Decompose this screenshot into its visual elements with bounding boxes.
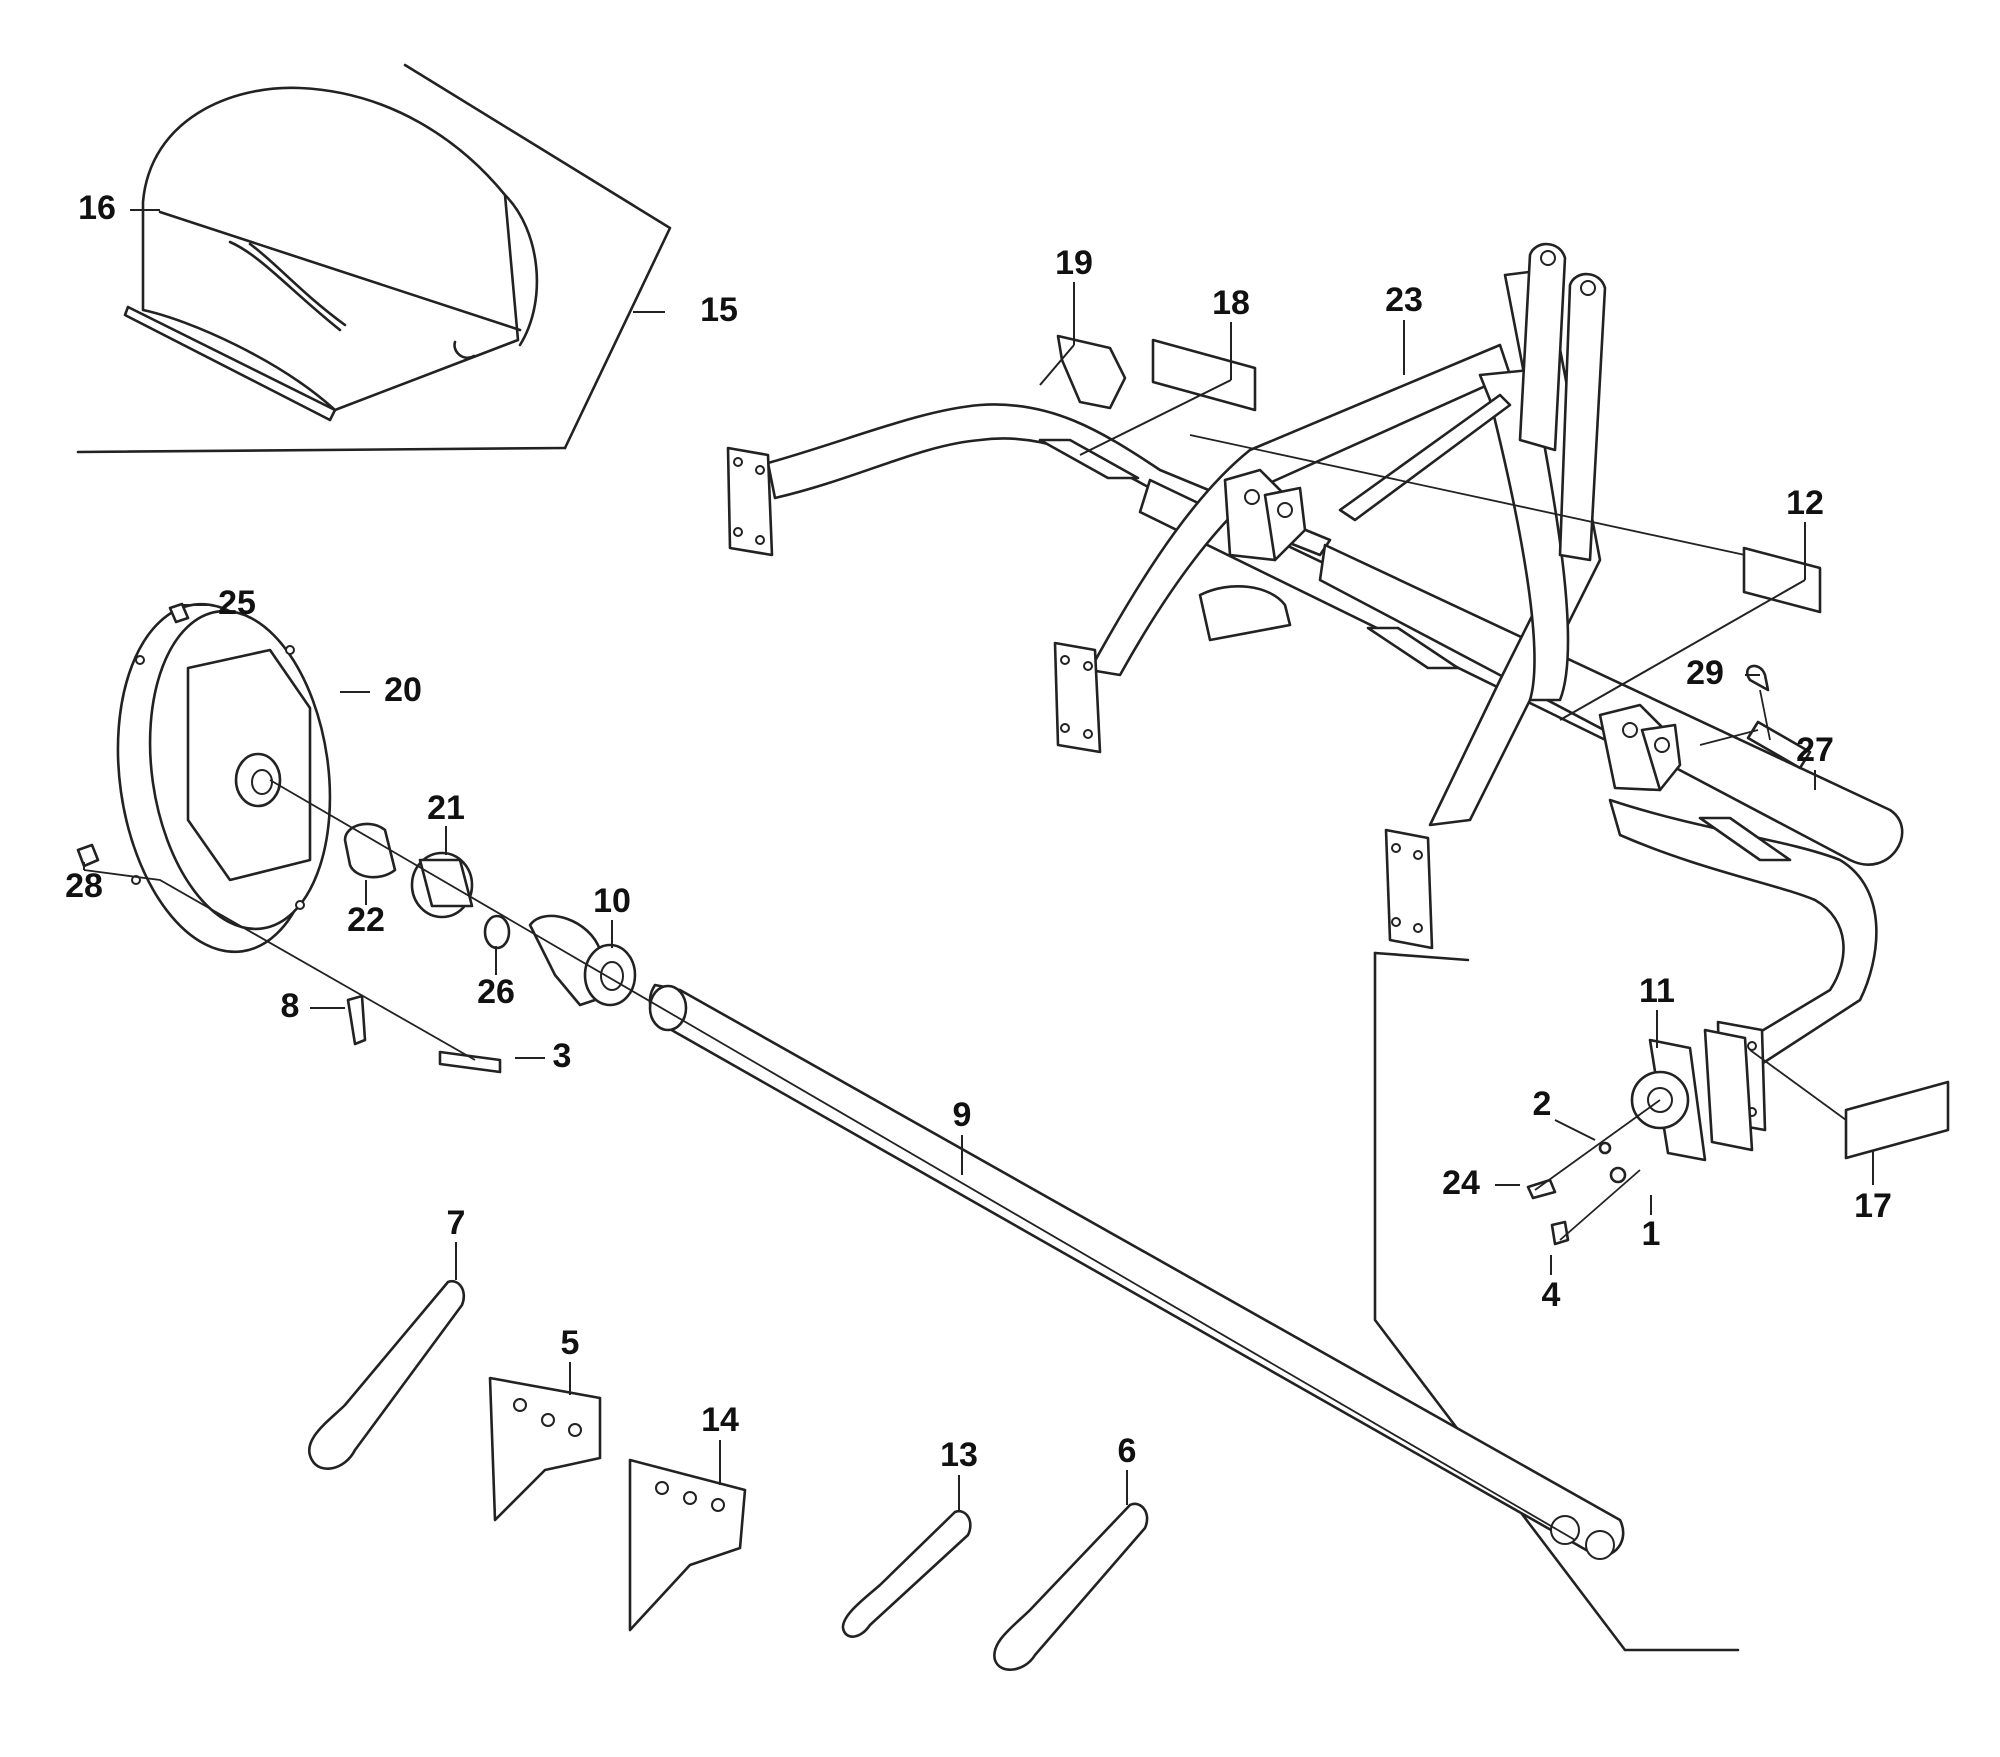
bolt-25 [168,602,190,624]
callout-27: 27 [1796,731,1834,769]
main-frame [726,242,1904,1132]
callout-1: 1 [1642,1215,1661,1253]
callout-25: 25 [218,584,256,622]
callout-21: 21 [427,789,465,827]
leader-lines [83,209,1874,1541]
decal-19 [1056,334,1127,410]
callout-14: 14 [701,1401,739,1439]
tines-blades [308,1279,1149,1671]
decal-12 [1742,546,1822,614]
callout-12: 12 [1786,484,1824,522]
callout-6: 6 [1118,1432,1137,1470]
callout-13: 13 [940,1436,978,1474]
tine-7 [308,1279,466,1470]
callout-16: 16 [78,189,116,227]
callout-10: 10 [593,882,631,920]
clamp-8 [346,994,367,1046]
callout-5: 5 [561,1324,580,1362]
callout-22: 22 [347,901,385,939]
blade-5 [488,1376,602,1522]
callout-4: 4 [1542,1276,1561,1314]
bolt-24 [1526,1178,1557,1200]
washer-26 [483,914,511,950]
callout-8: 8 [281,987,300,1025]
decal-18 [1151,338,1257,412]
callout-18: 18 [1212,284,1250,322]
callout-3: 3 [553,1037,572,1075]
callout-20: 20 [384,671,422,709]
bolt-4 [1550,1220,1570,1246]
callout-9: 9 [953,1096,972,1134]
callout-7: 7 [447,1204,466,1242]
callout-23: 23 [1385,281,1423,319]
washer-1 [1609,1166,1627,1184]
bearing-bracket [1630,1028,1754,1162]
pin-29 [1746,664,1770,692]
shaft [648,983,1625,1560]
callout-17: 17 [1854,1187,1892,1225]
pin-27 [1746,720,1812,770]
washer-2 [1598,1141,1612,1155]
callout-2: 2 [1533,1085,1552,1123]
inset-shield [76,63,672,454]
tine-6 [993,1502,1149,1671]
callout-19: 19 [1055,244,1093,282]
callout-28: 28 [65,867,103,905]
drum-hub [116,602,332,954]
callout-labels: 1234567891011121314151617181920212223242… [65,189,1892,1474]
bolt-3 [438,1050,502,1074]
callout-24: 24 [1442,1164,1480,1202]
callout-29: 29 [1686,654,1724,692]
blade-14 [628,1458,747,1632]
tine-13 [841,1509,972,1638]
nut-28 [76,843,100,868]
decal-17 [1844,1080,1950,1160]
spacer-22 [343,822,397,879]
callout-15: 15 [700,291,738,329]
callout-11: 11 [1639,972,1675,1010]
callout-26: 26 [477,973,515,1011]
